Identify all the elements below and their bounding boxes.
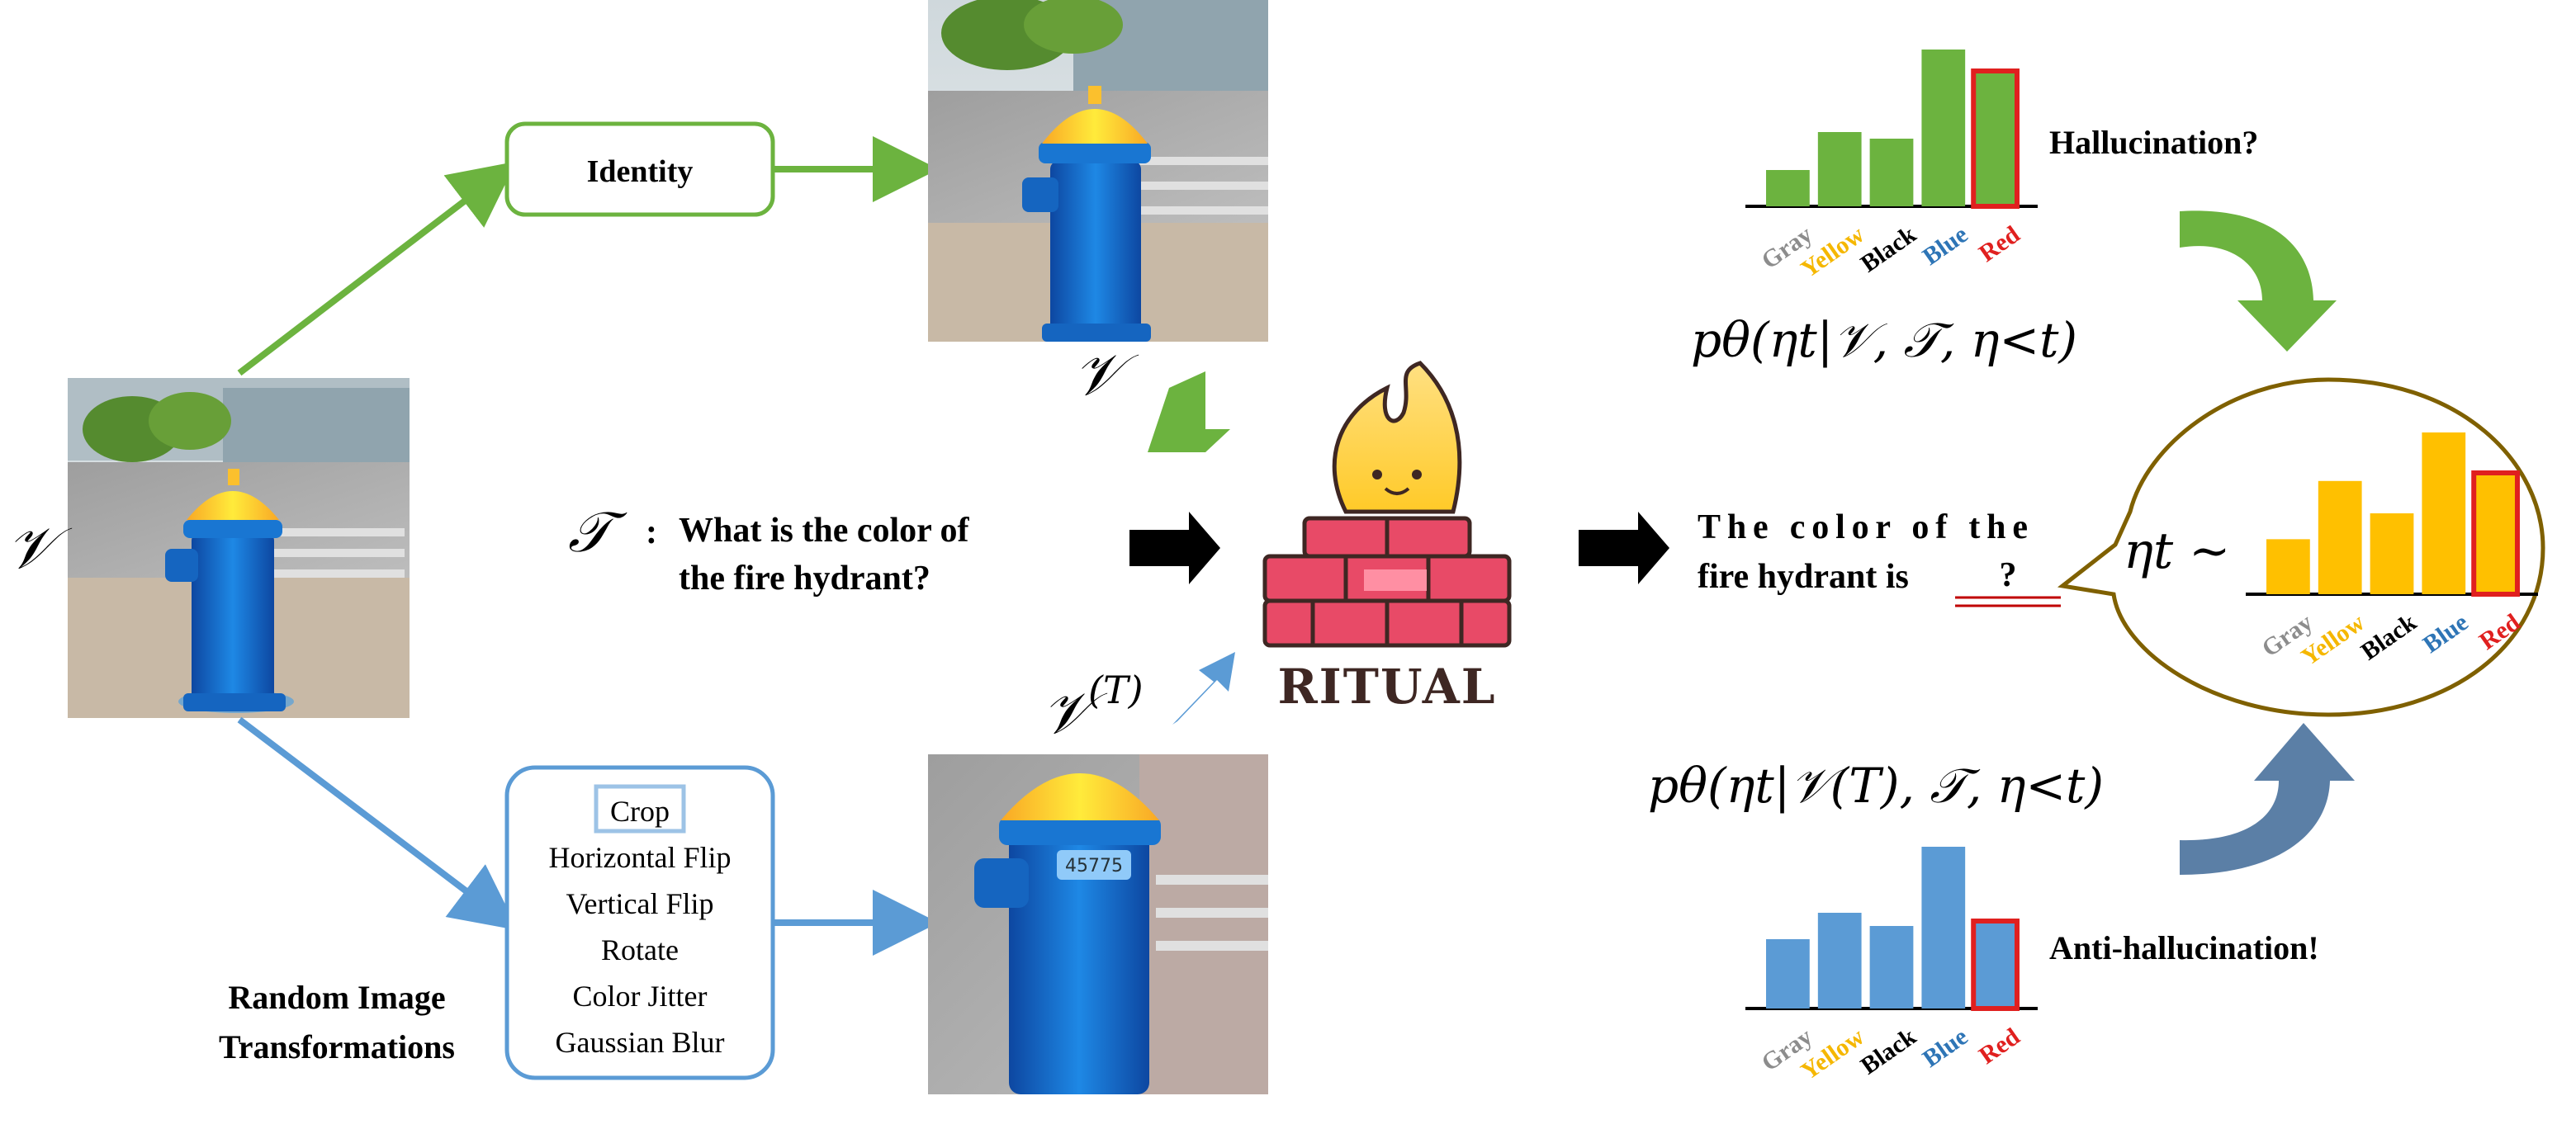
formula-top: pθ(ηt|𝒱, 𝒯, η<t) — [1691, 312, 2077, 368]
v-superscript: (T) — [1088, 668, 1144, 712]
transforms-caption: Random Image Transformations — [219, 979, 455, 1065]
bar-black — [1869, 139, 1914, 206]
ritual-label: RITUAL — [1277, 659, 1496, 715]
bar-blue — [1921, 847, 1966, 1009]
identity-box: Identity — [504, 121, 775, 217]
bar-gray — [1766, 939, 1810, 1009]
tick-label-black: Black — [1856, 1023, 1921, 1079]
t-symbol-question: 𝒯 — [568, 500, 627, 565]
bar-gray — [2266, 539, 2310, 594]
curved-arrow-blue — [2180, 723, 2355, 875]
input-v-symbol: 𝒱 — [7, 514, 73, 582]
question-colon: : — [646, 513, 657, 551]
selected-transform-highlight — [594, 784, 686, 834]
identity-photo — [928, 0, 1268, 342]
formula-bottom: pθ(ηt|𝒱(T), 𝒯, η<t) — [1648, 758, 2104, 814]
transform-item-rotate: Rotate — [601, 933, 679, 966]
input-photo — [68, 378, 410, 718]
hallucination-label: Hallucination? — [2049, 124, 2258, 161]
bar-red — [1971, 68, 2020, 209]
transformed-photo: 45775 — [928, 754, 1268, 1094]
ritual-logo: RITUAL — [1262, 361, 1512, 715]
bar-blue — [2422, 432, 2466, 594]
tick-label-red: Red — [1974, 1023, 2025, 1070]
transform-item-color-jitter: Color Jitter — [573, 980, 708, 1013]
bar-yellow — [2318, 480, 2362, 594]
bar-black — [2370, 513, 2414, 594]
transforms-box: Crop Horizontal Flip Vertical Flip Rotat… — [504, 765, 775, 1080]
question-line-2: the fire hydrant? — [679, 560, 930, 598]
anti-hallucination-label: Anti-hallucination! — [2049, 929, 2319, 966]
svg-text:45775: 45775 — [1065, 856, 1123, 876]
bar-yellow — [1817, 913, 1862, 1009]
answer-blank: ? — [2000, 556, 2017, 594]
arrow-green-to-ritual — [1148, 371, 1230, 452]
v-symbol-input: 𝒱 — [7, 514, 73, 582]
bar-yellow — [1817, 132, 1862, 206]
transform-item-crop: Crop — [610, 795, 670, 828]
arrow-input-to-identity — [237, 161, 517, 376]
v-t-symbol: 𝒱 (T) — [1042, 668, 1144, 747]
identity-label: Identity — [587, 154, 694, 189]
curved-arrow-green — [2180, 210, 2337, 352]
answer-line-1: The color of the — [1698, 508, 2028, 546]
answer-line-2: fire hydrant is — [1698, 558, 1909, 596]
bubble-formula: ηt ~ — [2124, 522, 2230, 580]
question-line-1: What is the color of — [679, 512, 970, 550]
bar-red — [1971, 919, 2020, 1011]
tick-label-blue: Blue — [1918, 1023, 1973, 1073]
transform-item-gaussian-blur: Gaussian Blur — [556, 1026, 725, 1059]
arrow-ritual-to-answer — [1579, 512, 1669, 584]
caption-line-2: Transformations — [219, 1028, 455, 1065]
question-block: 𝒯 : What is the color of the fire hydran… — [568, 500, 970, 598]
arrow-input-to-transforms — [237, 716, 519, 931]
bar-black — [1869, 926, 1914, 1009]
v-symbol-identity: 𝒱 — [1073, 341, 1139, 409]
bar-blue — [1921, 50, 1966, 206]
arrow-question-to-ritual — [1129, 512, 1220, 584]
answer-block: The color of the fire hydrant is ? — [1698, 508, 2061, 607]
bar-red — [2471, 470, 2520, 597]
transform-item-vertical-flip: Vertical Flip — [566, 887, 714, 920]
bar-gray — [1766, 170, 1810, 206]
tick-label-blue: Blue — [1918, 220, 1973, 271]
tick-label-black: Black — [1856, 220, 1921, 277]
transform-item-horizontal-flip: Horizontal Flip — [549, 841, 732, 874]
caption-line-1: Random Image — [228, 979, 445, 1016]
arrow-blue-to-ritual — [1172, 652, 1235, 725]
tick-label-red: Red — [1974, 220, 2025, 267]
